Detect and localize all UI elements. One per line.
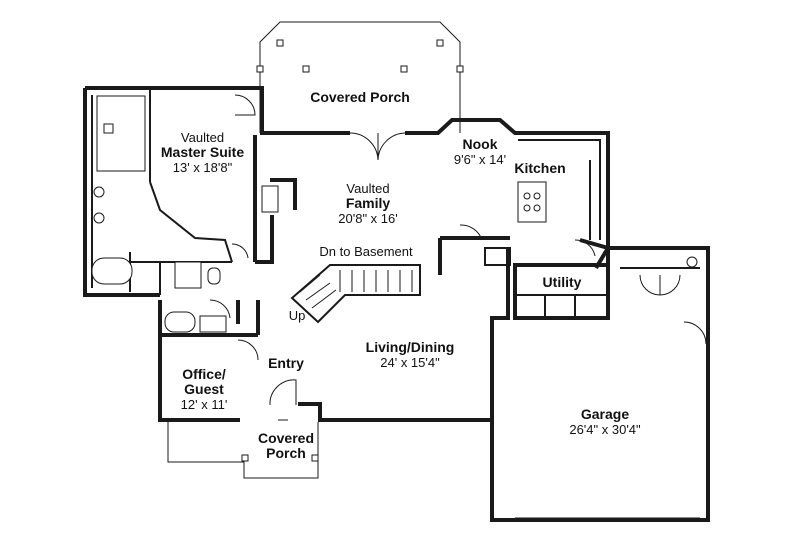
covered-porch-rear-name: Covered Porch [310, 89, 410, 105]
garage-label: Garage 26'4" x 30'4" [545, 406, 665, 438]
dn-to-basement-text: Dn to Basement [319, 244, 413, 259]
entry-name: Entry [268, 355, 304, 371]
garage-name: Garage [580, 406, 630, 422]
stairs [290, 264, 421, 324]
living-dining-name: Living/Dining [365, 339, 455, 355]
covered-porch-rear-label: Covered Porch [290, 90, 430, 105]
family-name: Family [345, 195, 391, 211]
master-suite-walls [83, 86, 264, 297]
up-text: Up [288, 308, 306, 323]
nook-size: 9'6" x 14' [453, 152, 507, 167]
windows [278, 419, 492, 481]
office-guest-name-line1: Office/ [182, 366, 226, 382]
up-label: Up [282, 308, 312, 323]
master-suite-size: 13' x 18'8" [172, 160, 233, 175]
nook-label: Nook 9'6" x 14' [440, 136, 520, 168]
doors [209, 94, 707, 406]
utility-name: Utility [542, 274, 582, 290]
covered-porch-front [167, 422, 319, 479]
office-guest-label: Office/ Guest 12' x 11' [165, 366, 243, 413]
entry-label: Entry [258, 356, 314, 371]
nook-name: Nook [462, 136, 498, 152]
kitchen-label: Kitchen [505, 161, 575, 176]
garage-walls [490, 246, 710, 522]
main-walls [158, 118, 610, 422]
family-label: Vaulted Family 20'8" x 16' [308, 181, 428, 226]
living-dining-size: 24' x 15'4" [380, 355, 440, 370]
covered-porch-front-label: Covered Porch [248, 431, 324, 461]
garage-size: 26'4" x 30'4" [569, 422, 641, 437]
dn-to-basement-label: Dn to Basement [306, 244, 426, 259]
utility-walls [513, 263, 610, 320]
family-prefix: Vaulted [346, 181, 390, 196]
office-guest-size: 12' x 11' [180, 397, 228, 412]
kitchen-name: Kitchen [514, 160, 566, 176]
office-guest-name-line2: Guest [184, 381, 224, 397]
living-dining-label: Living/Dining 24' x 15'4" [345, 339, 475, 371]
covered-porch-rear [256, 21, 464, 133]
master-suite-label: Vaulted Master Suite 13' x 18'8" [145, 130, 260, 175]
utility-label: Utility [527, 275, 597, 290]
covered-porch-front-line1: Covered [257, 430, 315, 446]
family-size: 20'8" x 16' [338, 211, 398, 226]
master-suite-name: Master Suite [160, 144, 245, 160]
covered-porch-front-line2: Porch [266, 445, 306, 461]
master-suite-prefix: Vaulted [180, 130, 225, 145]
